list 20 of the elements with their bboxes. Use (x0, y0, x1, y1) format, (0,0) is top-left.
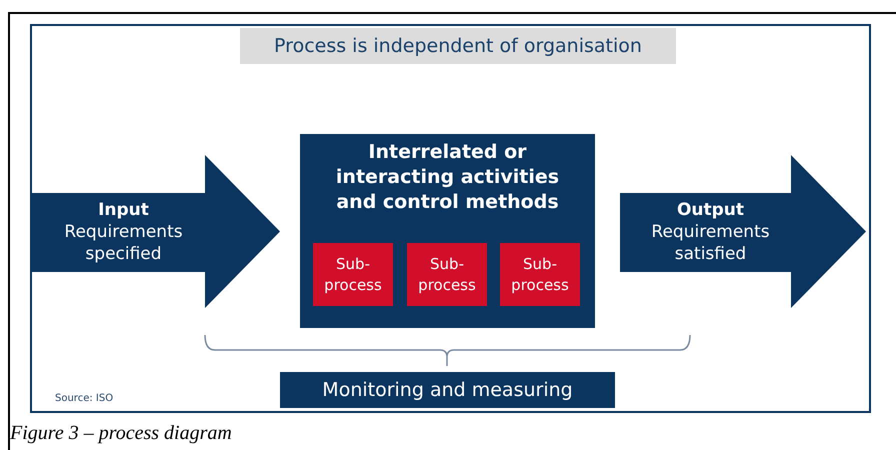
arrow-text: Requirements satisfied (650, 221, 771, 265)
arrow-heading: Input (98, 199, 149, 221)
arrow-text: Requirements specified (63, 221, 184, 265)
label-box (280, 372, 615, 408)
subprocess-text: Sub- process (323, 254, 383, 296)
box-text: Monitoring and measuring (322, 378, 573, 403)
process-title: Interrelated or interacting activities and control methods (334, 140, 560, 215)
source-note: Source: ISO (55, 392, 114, 406)
subprocess-box (500, 243, 580, 306)
arrow-heading: Output (676, 199, 744, 221)
subprocess-text: Sub- process (510, 254, 570, 296)
block-arrow (32, 155, 280, 308)
heading-band (240, 28, 676, 64)
heading-text: Process is independent of organisation (274, 34, 642, 59)
block-arrow (620, 155, 866, 308)
subprocess-box (313, 243, 393, 306)
process-box (300, 134, 595, 328)
subprocess-text: Sub- process (417, 254, 477, 296)
figure-caption: Figure 3 – process diagram (10, 421, 232, 446)
subprocess-box (407, 243, 487, 306)
